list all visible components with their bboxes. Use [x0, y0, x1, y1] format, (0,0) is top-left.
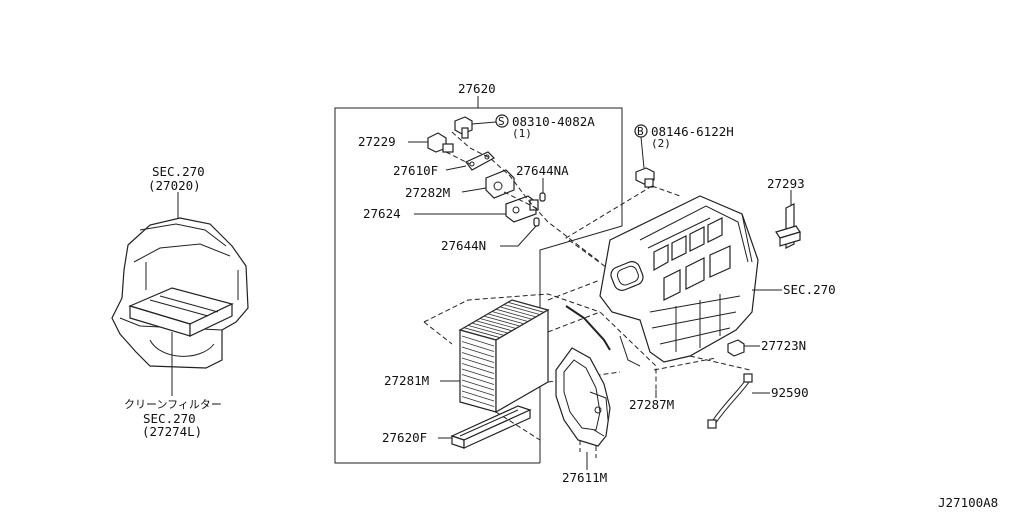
- sec270-top-label: SEC.270: [152, 164, 205, 179]
- part-27620f-drawing: [450, 405, 532, 449]
- b-bolt-quantity: (2): [651, 137, 671, 150]
- core-fin: [461, 335, 495, 347]
- core-fin: [461, 390, 495, 402]
- part-27644n-drawing: [533, 217, 540, 227]
- clean-filter-label: クリーンフィルター: [124, 398, 222, 411]
- label-27287m: 27287M: [629, 397, 674, 412]
- s-bolt-quantity: (1): [512, 127, 532, 140]
- b-bolt-part-number: 08146-6122H: [651, 124, 734, 139]
- sec270-bottom-label: SEC.270: [143, 411, 196, 426]
- label-27644n: 27644N: [441, 238, 486, 253]
- b-bolt-drawing: [635, 167, 655, 188]
- label-27229: 27229: [358, 134, 396, 149]
- sec270-bottom-code: (27274L): [142, 424, 202, 439]
- assembly-number-label: 27620: [458, 81, 496, 96]
- core-fin: [475, 320, 513, 332]
- core-fin: [487, 313, 525, 325]
- heater-unit-drawing: [599, 195, 759, 363]
- label-27610f: 27610F: [393, 163, 438, 178]
- core-fin: [467, 324, 505, 336]
- part-27287m-drawing: [565, 305, 641, 367]
- label-27644na: 27644NA: [516, 163, 569, 178]
- label-27281m: 27281M: [384, 373, 429, 388]
- core-fin: [461, 379, 495, 391]
- label-27611m: 27611M: [562, 470, 607, 485]
- core-fin: [461, 374, 495, 385]
- core-fin: [461, 346, 495, 358]
- diagram-id: J27100A8: [938, 495, 998, 510]
- core-fin: [461, 357, 495, 369]
- sec270-right-label: SEC.270: [783, 282, 836, 297]
- label-27620f: 27620F: [382, 430, 427, 445]
- core-fin: [463, 327, 501, 339]
- part-27229-drawing: [427, 132, 454, 153]
- s-bolt-symbol: [495, 114, 509, 128]
- part-27611m-drawing: [555, 347, 611, 447]
- label-27293: 27293: [767, 176, 805, 191]
- label-27282m: 27282M: [405, 185, 450, 200]
- core-fin: [461, 385, 495, 396]
- core-fin: [461, 363, 495, 374]
- core-fin: [495, 308, 533, 320]
- part-27610f-drawing: [465, 151, 495, 171]
- sec270-top-code: (27020): [148, 178, 201, 193]
- label-27723n: 27723N: [761, 338, 806, 353]
- label-27624: 27624: [363, 206, 401, 221]
- core-fin: [461, 352, 495, 363]
- part-27293-drawing: [775, 203, 801, 249]
- core-fin: [479, 318, 517, 329]
- core-fin: [461, 341, 495, 352]
- core-fin: [461, 396, 495, 407]
- core-fin: [491, 311, 529, 322]
- blower-unit-drawing: [111, 217, 249, 369]
- label-92590: 92590: [771, 385, 809, 400]
- core-fin: [483, 315, 521, 327]
- core-fin: [459, 329, 497, 341]
- s-bolt-part-number: 08310-4082A: [512, 114, 595, 129]
- core-fin: [503, 304, 541, 316]
- part-92590-drawing: [707, 373, 753, 429]
- core-fin: [499, 306, 537, 318]
- assembly-frame: [334, 107, 623, 464]
- part-27723n-drawing: [727, 339, 745, 357]
- core-fin: [471, 322, 509, 334]
- s-bolt-symbol-text: S: [498, 115, 505, 128]
- core-fin: [507, 301, 545, 313]
- s-bolt-drawing: [454, 116, 473, 139]
- part-27624-drawing: [505, 195, 539, 223]
- part-27644na-drawing: [539, 192, 546, 202]
- core-fin: [511, 299, 549, 311]
- core-fin: [461, 368, 495, 380]
- part-27282m-drawing: [485, 169, 515, 199]
- unit-openings: [653, 217, 731, 301]
- b-bolt-symbol-text: B: [637, 125, 644, 138]
- evaporator-core-drawing: [458, 299, 550, 414]
